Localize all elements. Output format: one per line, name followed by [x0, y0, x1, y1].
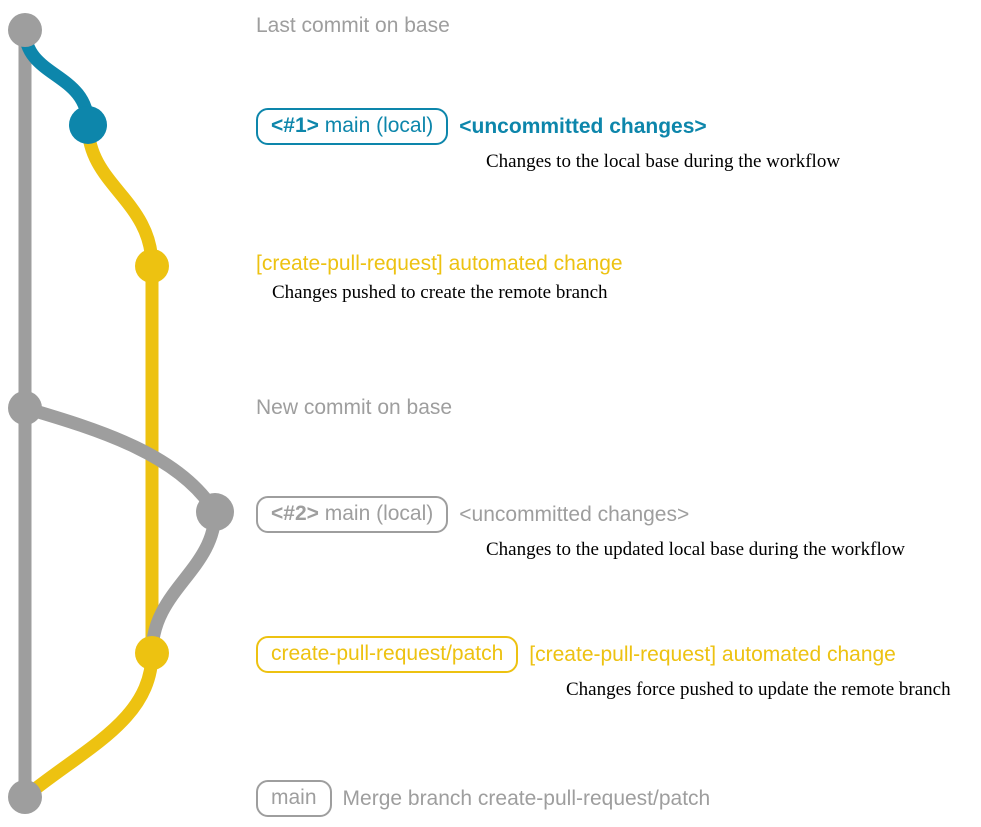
commit-node-last-commit-on-base[interactable] — [8, 13, 42, 47]
commit-description: Changes pushed to create the remote bran… — [272, 282, 608, 303]
commit-description: Changes force pushed to update the remot… — [566, 679, 951, 700]
branch-edge-local-2-to-remote — [145, 505, 222, 660]
ref-badge-index: <#2> — [271, 502, 319, 525]
branch-edge-base-to-local-2 — [18, 401, 222, 519]
commit-subject: <uncommitted changes> — [459, 114, 707, 138]
commit-headline: New commit on base — [256, 396, 452, 420]
ref-badge-remote-force-push[interactable]: create-pull-request/patch — [256, 636, 519, 673]
commit-row-last-commit-on-base: Last commit on base — [256, 14, 450, 38]
commit-headline: <#1> main (local) <uncommitted changes> — [256, 108, 707, 145]
commit-node-local-1[interactable] — [69, 106, 107, 144]
branch-edge-remote-to-merge — [18, 646, 159, 804]
commit-headline: create-pull-request/patch [create-pull-re… — [256, 636, 896, 673]
commit-node-new-commit-on-base[interactable] — [8, 391, 42, 425]
commit-subject: <uncommitted changes> — [459, 502, 690, 526]
commit-node-remote-force-push[interactable] — [135, 636, 169, 670]
commit-row-local-1: <#1> main (local) <uncommitted changes> Ch… — [256, 108, 840, 173]
ref-badge-merge-commit[interactable]: main — [256, 780, 332, 817]
commit-subject: [create-pull-request] automated change — [256, 252, 623, 275]
ref-badge-local-2[interactable]: <#2> main (local) — [256, 496, 449, 533]
commit-description: Changes to the local base during the wor… — [486, 151, 841, 172]
ref-badge-local-1[interactable]: <#1> main (local) — [256, 108, 449, 145]
commit-subject: Merge branch create-pull-request/patch — [342, 786, 711, 810]
commit-row-merge-commit: main Merge branch create-pull-request/pat… — [256, 780, 710, 817]
node-layer — [8, 13, 234, 814]
commit-subject: [create-pull-request] automated change — [529, 642, 896, 666]
commit-node-local-2[interactable] — [196, 493, 234, 531]
commit-node-merge-commit[interactable] — [8, 780, 42, 814]
commit-headline: main Merge branch create-pull-request/pat… — [256, 780, 710, 817]
branch-edge-local-1-to-remote-1 — [81, 118, 159, 273]
commit-subject: Last commit on base — [256, 14, 450, 37]
commit-headline: [create-pull-request] automated change — [256, 252, 623, 276]
ref-badge-name: main (local) — [318, 114, 434, 137]
commit-subject: New commit on base — [256, 396, 453, 419]
ref-badge-index: <#1> — [271, 114, 319, 137]
commit-row-local-2: <#2> main (local) <uncommitted changes> Ch… — [256, 496, 905, 561]
ref-badge-name: main (local) — [318, 502, 434, 525]
commit-headline: <#2> main (local) <uncommitted changes> — [256, 496, 689, 533]
commit-description: Changes to the updated local base during… — [486, 539, 905, 560]
commit-node-remote-push-1[interactable] — [135, 249, 169, 283]
commit-row-new-commit-on-base: New commit on base — [256, 396, 452, 420]
commit-headline: Last commit on base — [256, 14, 450, 38]
commit-row-remote-force-push: create-pull-request/patch [create-pull-re… — [256, 636, 951, 701]
